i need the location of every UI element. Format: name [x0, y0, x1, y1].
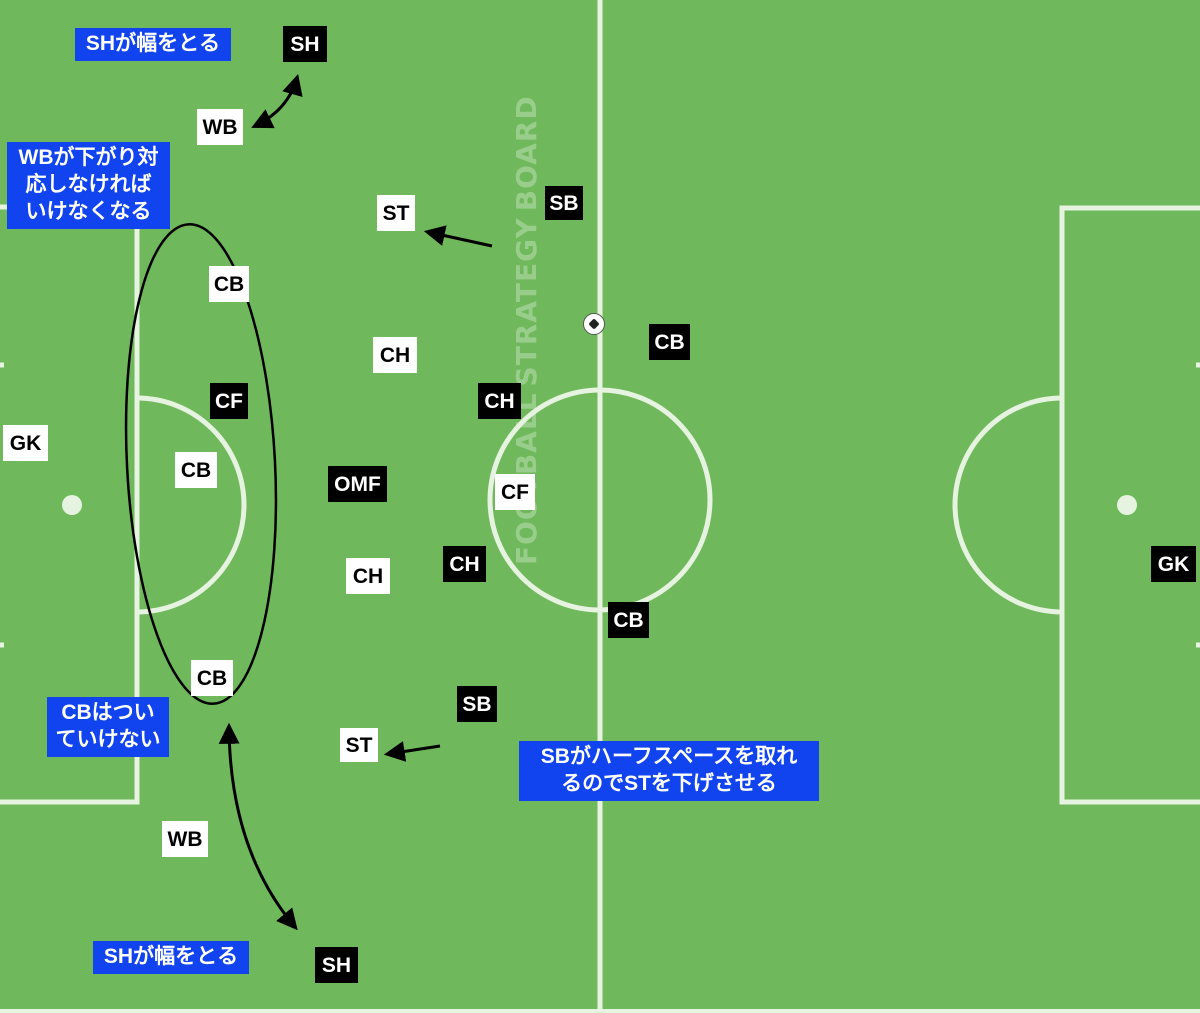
- note-wb-drop: WBが下がり対 応しなければ いけなくなる: [7, 142, 170, 229]
- note-cb-cannot-follow: CBはつい ていけない: [47, 697, 169, 757]
- player-ch-bottom-white[interactable]: CH: [346, 558, 390, 594]
- right-penalty-arc: [952, 395, 1063, 615]
- player-sb-bottom-black[interactable]: SB: [457, 686, 497, 722]
- player-st-bottom-white[interactable]: ST: [340, 728, 378, 762]
- right-penalty-area: [1059, 205, 1200, 805]
- player-wb-top-white[interactable]: WB: [197, 109, 243, 145]
- watermark-line3: BOARD: [510, 95, 543, 212]
- arrow-st-top: [423, 225, 493, 248]
- player-cb-mid-white[interactable]: CB: [175, 452, 217, 488]
- player-sh-bottom-black[interactable]: SH: [315, 947, 358, 983]
- player-ch-bottom-black[interactable]: CH: [443, 546, 486, 582]
- player-cb-bottom-black[interactable]: CB: [608, 602, 649, 638]
- ball-icon[interactable]: [583, 313, 605, 335]
- player-gk-left-white[interactable]: GK: [3, 425, 48, 461]
- left-penalty-arc: [136, 395, 247, 615]
- player-ch-top-black[interactable]: CH: [478, 383, 521, 419]
- defensive-line-ellipse: [124, 223, 278, 705]
- player-cf-black[interactable]: CF: [210, 383, 248, 419]
- arrow-wb-sh-top: [251, 73, 303, 129]
- arrow-st-bottom: [383, 741, 441, 762]
- player-cb-right-black[interactable]: CB: [649, 324, 690, 360]
- player-omf-black[interactable]: OMF: [328, 466, 387, 502]
- player-cf-white[interactable]: CF: [495, 474, 535, 510]
- player-st-top-white[interactable]: ST: [377, 195, 415, 231]
- right-penalty-spot: [1117, 495, 1137, 515]
- player-cb-bottom-white[interactable]: CB: [191, 660, 233, 696]
- player-sh-top-black[interactable]: SH: [283, 26, 327, 62]
- left-penalty-spot: [62, 495, 82, 515]
- note-sh-width-top: SHが幅をとる: [75, 28, 231, 61]
- note-sb-halfspace: SBがハーフスペースを取れ るのでSTを下げさせる: [519, 741, 819, 801]
- watermark-line2: STRATEGY: [510, 217, 543, 387]
- player-sb-top-black[interactable]: SB: [545, 186, 583, 220]
- player-ch-top-white[interactable]: CH: [373, 337, 417, 373]
- arrow-cb-sh-bottom: [218, 722, 298, 931]
- player-gk-right-black[interactable]: GK: [1151, 546, 1196, 582]
- note-sh-width-bottom: SHが幅をとる: [93, 941, 249, 974]
- player-cb-top-white[interactable]: CB: [209, 266, 249, 302]
- center-circle: [487, 387, 713, 613]
- player-wb-bottom-white[interactable]: WB: [162, 821, 208, 857]
